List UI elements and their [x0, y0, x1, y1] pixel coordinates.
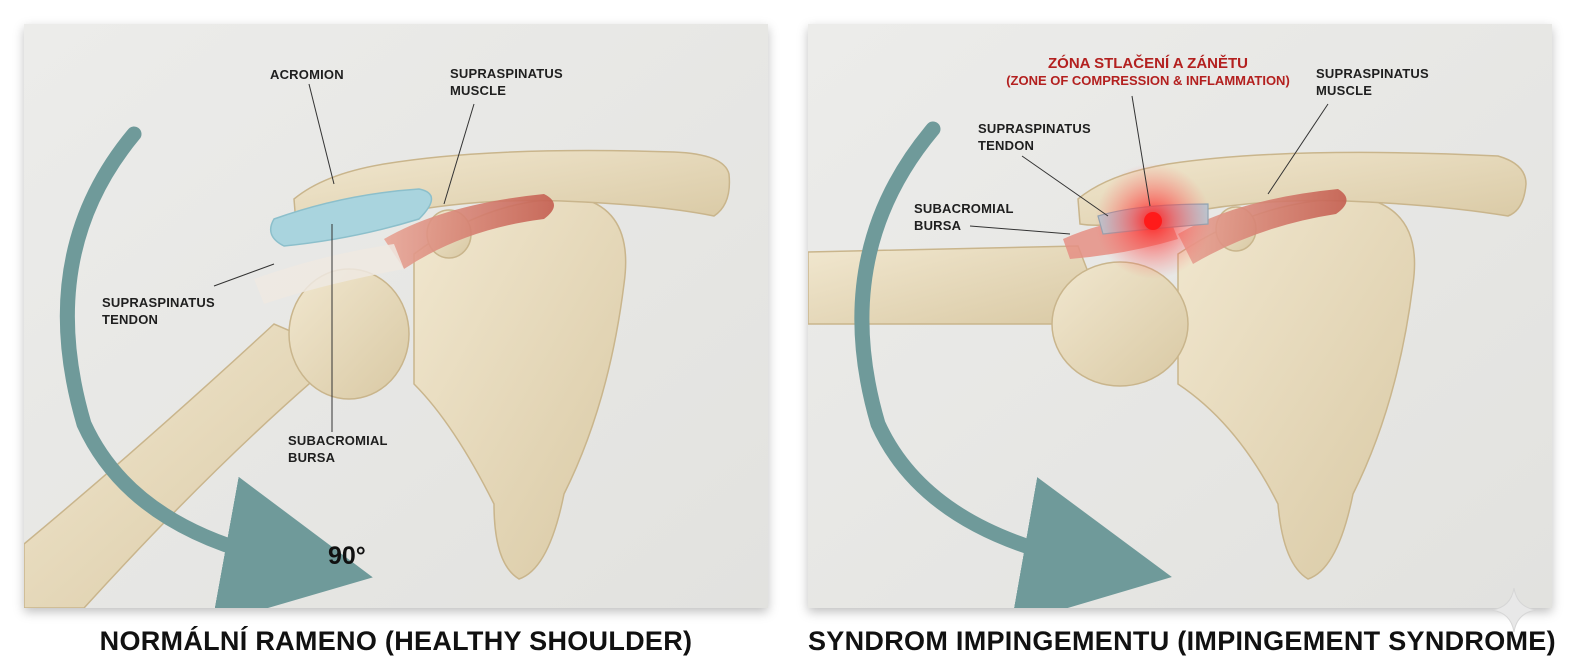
- rotation-arrow: [854, 121, 1172, 608]
- label-supraspinatus-tendon: SUPRASPINATUS TENDON: [102, 295, 215, 327]
- healthy-shoulder-illustration: [24, 24, 768, 608]
- label-acromion: ACROMION: [270, 67, 344, 82]
- caption-healthy-shoulder: NORMÁLNÍ RAMENO (HEALTHY SHOULDER): [99, 626, 693, 656]
- supraspinatus-muscle: [384, 194, 554, 269]
- label-supraspinatus-muscle: SUPRASPINATUS MUSCLE: [450, 66, 563, 98]
- subacromial-bursa: [269, 188, 433, 247]
- caption-impingement-syndrome: SYNDROM IMPINGEMENTU (IMPINGEMENT SYNDRO…: [808, 626, 1556, 656]
- rotation-arrow: [59, 126, 373, 608]
- humeral-head: [1051, 261, 1189, 387]
- supraspinatus-muscle: [1178, 189, 1347, 264]
- label-subacromial-bursa: SUBACROMIAL BURSA: [914, 201, 1014, 233]
- supraspinatus-tendon: [254, 244, 404, 304]
- zone-title: ZÓNA STLAČENÍ A ZÁNĚTU (ZONE OF COMPRESS…: [1006, 55, 1290, 88]
- impingement-panel: ZÓNA STLAČENÍ A ZÁNĚTU (ZONE OF COMPRESS…: [808, 24, 1552, 608]
- sparkle-icon: [1491, 587, 1537, 633]
- inflammation-point: [1144, 212, 1162, 230]
- impingement-illustration: [808, 24, 1552, 608]
- angle-label: 90°: [328, 542, 366, 570]
- label-supraspinatus-muscle: SUPRASPINATUS MUSCLE: [1316, 66, 1429, 98]
- label-supraspinatus-tendon: SUPRASPINATUS TENDON: [978, 121, 1091, 153]
- healthy-shoulder-panel: ACROMION SUPRASPINATUS MUSCLE SUPRASPINA…: [24, 24, 768, 608]
- label-subacromial-bursa: SUBACROMIAL BURSA: [288, 433, 388, 465]
